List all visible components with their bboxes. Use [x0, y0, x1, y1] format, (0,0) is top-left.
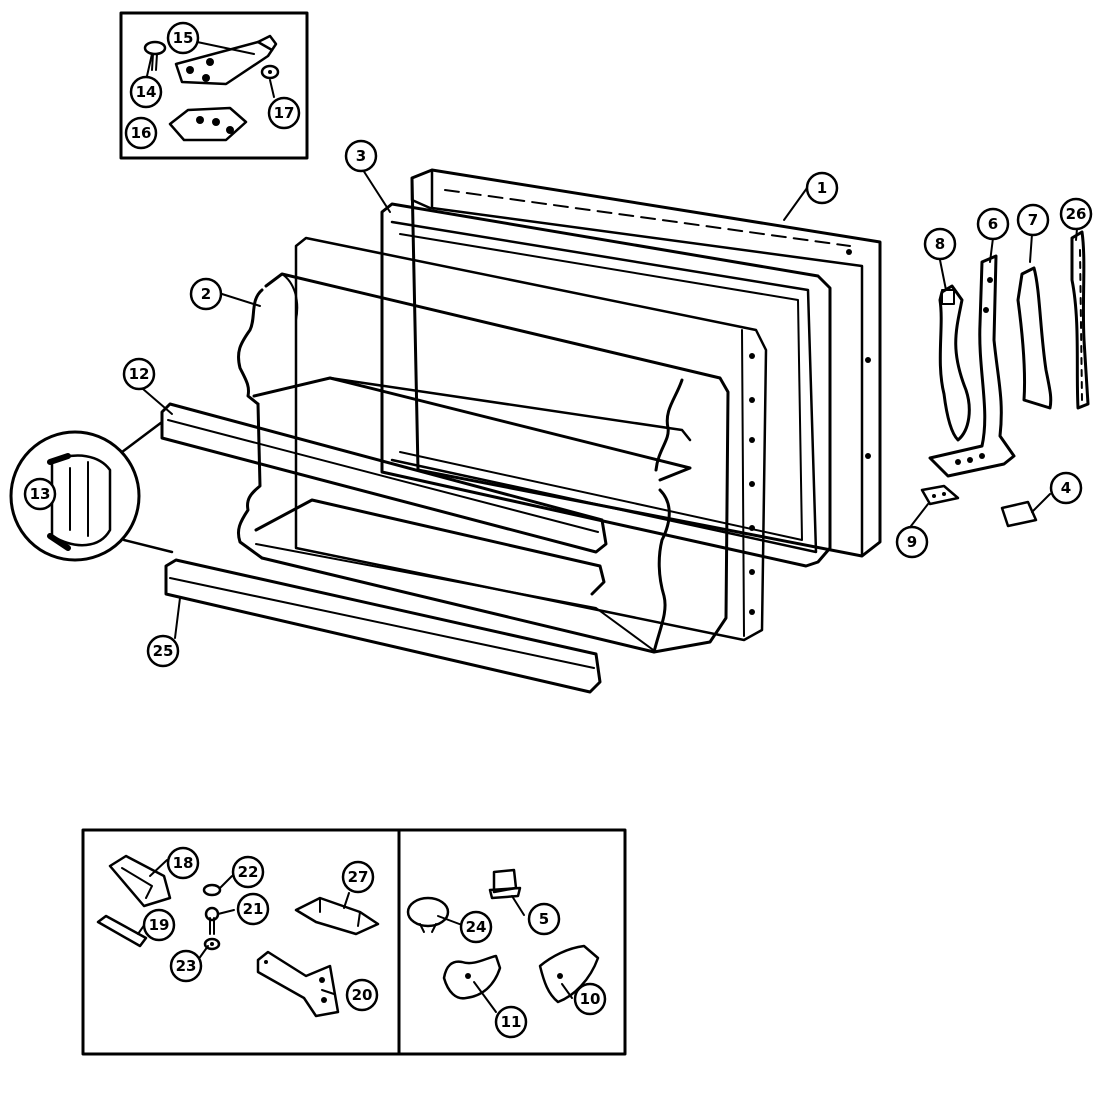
callout-label: 25 — [153, 642, 174, 660]
callout-4: 4 — [1049, 471, 1083, 505]
callout-19: 19 — [142, 908, 176, 942]
callout-circle — [23, 477, 57, 511]
callout-label: 4 — [1061, 479, 1071, 497]
callout-label: 21 — [243, 900, 264, 918]
callout-label: 10 — [580, 990, 601, 1008]
upper-shelf-bar — [160, 402, 608, 554]
callout-label: 22 — [238, 863, 259, 881]
callout-circle — [1059, 197, 1093, 231]
callout-circle — [142, 908, 176, 942]
callout-circle — [236, 892, 270, 926]
callout-20: 20 — [345, 978, 379, 1012]
callout-14: 14 — [129, 75, 163, 109]
callout-circle — [1049, 471, 1083, 505]
callout-9: 9 — [895, 525, 929, 559]
callout-circle — [344, 139, 378, 173]
callout-15: 15 — [166, 21, 200, 55]
callout-label: 27 — [348, 868, 369, 886]
callout-circle — [146, 634, 180, 668]
callout-label: 2 — [201, 285, 211, 303]
callout-circle — [341, 860, 375, 894]
callout-23: 23 — [169, 949, 203, 983]
callout-circle — [459, 910, 493, 944]
callout-circle — [189, 277, 223, 311]
callout-17: 17 — [267, 96, 301, 130]
callout-13: 13 — [23, 477, 57, 511]
hinge-bracket — [928, 254, 1016, 478]
callout-27: 27 — [341, 860, 375, 894]
parts-box-left — [81, 828, 401, 1056]
callout-circle — [923, 227, 957, 261]
door-stop-strap — [938, 284, 971, 442]
callout-label: 17 — [274, 104, 295, 122]
door-gasket — [380, 202, 832, 568]
callout-2: 2 — [189, 277, 223, 311]
callout-8: 8 — [923, 227, 957, 261]
callout-18: 18 — [166, 846, 200, 880]
callout-circle — [166, 846, 200, 880]
callout-16: 16 — [124, 116, 158, 150]
shelf-clip-detail — [9, 420, 174, 562]
callout-25: 25 — [146, 634, 180, 668]
trim-strip — [1016, 266, 1053, 410]
callout-label: 12 — [129, 365, 150, 383]
callout-label: 15 — [173, 29, 194, 47]
leader-lines — [137, 38, 1078, 1013]
hinge-inset-box — [119, 11, 309, 160]
callout-circle — [129, 75, 163, 109]
callout-label: 23 — [176, 957, 197, 975]
callout-1: 1 — [805, 171, 839, 205]
callout-label: 26 — [1066, 205, 1087, 223]
callout-label: 5 — [539, 910, 549, 928]
callout-circle — [267, 96, 301, 130]
callout-10: 10 — [573, 982, 607, 1016]
callout-label: 6 — [988, 215, 998, 233]
callout-circle — [527, 902, 561, 936]
callout-label: 19 — [149, 916, 170, 934]
cover-plug — [1000, 500, 1038, 528]
callout-label: 16 — [131, 124, 152, 142]
callout-circle — [122, 357, 156, 391]
callout-26: 26 — [1059, 197, 1093, 231]
callout-circle — [573, 982, 607, 1016]
callout-label: 9 — [907, 533, 917, 551]
callout-label: 20 — [352, 986, 373, 1004]
callout-circle — [805, 171, 839, 205]
callout-7: 7 — [1016, 203, 1050, 237]
callout-circle — [231, 855, 265, 889]
callout-label: 14 — [136, 83, 157, 101]
callout-label: 11 — [501, 1013, 522, 1031]
callout-circle — [345, 978, 379, 1012]
callout-label: 7 — [1028, 211, 1038, 229]
callout-21: 21 — [236, 892, 270, 926]
hinge-shim — [920, 484, 960, 506]
callout-label: 18 — [173, 854, 194, 872]
handle-trim — [1070, 230, 1090, 410]
callout-5: 5 — [527, 902, 561, 936]
door-inner-liner — [236, 236, 768, 654]
callout-circle — [124, 116, 158, 150]
callout-circle — [895, 525, 929, 559]
callout-label: 8 — [935, 235, 945, 253]
callout-12: 12 — [122, 357, 156, 391]
callout-circle — [169, 949, 203, 983]
callout-label: 24 — [466, 918, 487, 936]
callout-label: 13 — [30, 485, 51, 503]
callout-24: 24 — [459, 910, 493, 944]
callout-label: 1 — [817, 179, 827, 197]
callout-3: 3 — [344, 139, 378, 173]
parts-box-right — [397, 828, 627, 1056]
callout-11: 11 — [494, 1005, 528, 1039]
callout-6: 6 — [976, 207, 1010, 241]
callout-label: 3 — [356, 147, 366, 165]
callout-circle — [1016, 203, 1050, 237]
callout-circle — [494, 1005, 528, 1039]
lower-shelf-bar — [164, 558, 602, 694]
callout-circle — [166, 21, 200, 55]
callout-22: 22 — [231, 855, 265, 889]
callout-circle — [976, 207, 1010, 241]
